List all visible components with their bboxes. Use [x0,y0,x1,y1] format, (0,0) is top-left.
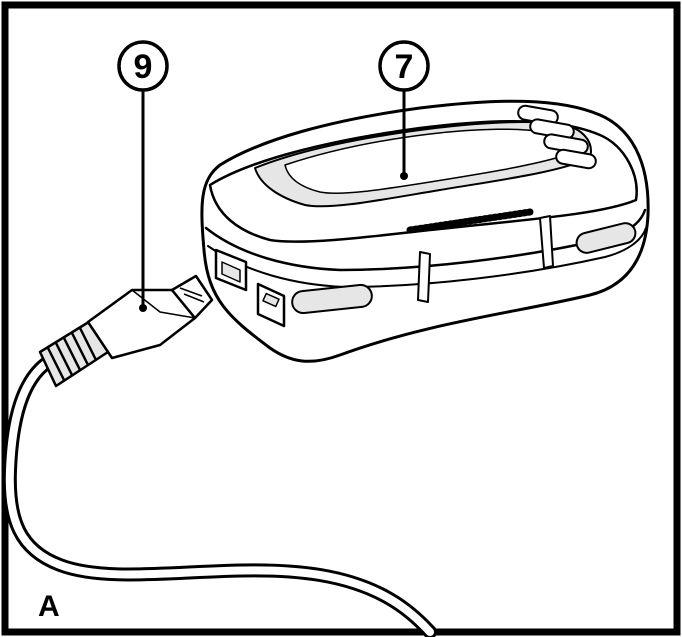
callout-9-number: 9 [134,48,153,86]
strain-relief-ridge [46,347,66,381]
device-side-band [207,227,647,288]
device-clip [539,215,554,269]
device-grip [575,222,637,254]
usb-cable [2,355,437,637]
device-button [555,148,597,170]
device-side-port-slot [262,292,280,308]
callout-9: 9 [117,40,169,312]
panel-label: A [38,590,60,623]
plug-tip-stripe [179,287,203,297]
usb-plug [38,274,214,388]
plug-tip-stripe [183,293,205,303]
strain-relief-ridge [62,337,82,371]
strain-relief-ridge [70,332,90,366]
device-clip [417,251,431,303]
callout-7-circle [378,40,430,92]
device-usb-port-inner [221,261,241,283]
callout-9-dot [139,304,147,312]
cable-wire-inner [5,358,434,636]
callout-7-number: 7 [395,48,414,86]
strain-relief-ridge [54,342,74,376]
device [200,99,650,363]
callout-7-dot [400,172,408,180]
callout-7: 7 [378,40,430,180]
device-speaker-grille [406,208,534,234]
strain-relief-ridge [78,327,98,361]
callout-9-circle [117,40,169,92]
plug-body-edge [131,289,196,319]
device-grip [291,283,373,315]
